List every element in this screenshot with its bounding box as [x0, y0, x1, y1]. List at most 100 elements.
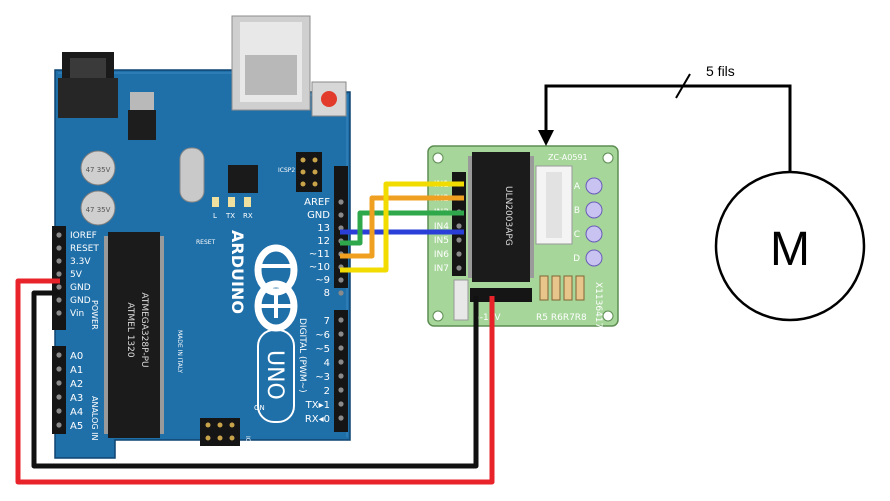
- driver-power-label: 5-12V: [474, 313, 501, 323]
- wires: [15, 181, 495, 485]
- power-pin: [56, 310, 62, 316]
- reset-button[interactable]: [311, 81, 347, 117]
- cable-slash-icon: [675, 73, 691, 99]
- power-pin: [56, 258, 62, 264]
- digital-pin: [338, 415, 344, 421]
- power-header: [52, 226, 66, 330]
- digital-pin: [338, 373, 344, 379]
- digital-pin-label: AREF: [304, 197, 330, 208]
- power-pin: [56, 284, 62, 290]
- digital-pin-label: 12: [317, 236, 330, 247]
- analog-pin: [56, 352, 62, 358]
- l-led-label: L: [213, 212, 217, 220]
- driver-input-label: IN5: [434, 236, 449, 246]
- analog-header: [52, 346, 66, 434]
- driver-power-header: [470, 288, 532, 302]
- driver-led: [585, 225, 603, 243]
- reset-label: RESET: [196, 239, 216, 246]
- driver-led-label: C: [574, 230, 580, 240]
- driver-led: [585, 201, 603, 219]
- driver-input-pin: [456, 265, 462, 271]
- digital-pin: [338, 359, 344, 365]
- digital-pin-label: 2: [324, 386, 330, 397]
- svg-text:47 35V: 47 35V: [86, 206, 111, 214]
- digital-pin-label: TX▸1: [305, 400, 330, 411]
- power-pin: [56, 297, 62, 303]
- power-pin: [56, 245, 62, 251]
- driver-board-id: ZC-A0591: [548, 153, 588, 162]
- yellow-signal-wire: [340, 181, 464, 273]
- digital-pin-label: ~5: [315, 344, 330, 355]
- digital-pin-label: 8: [324, 288, 330, 299]
- crystal-oscillator: [179, 147, 205, 203]
- capacitor-2: 47 35V: [80, 190, 116, 226]
- dc-power-jack: [58, 52, 118, 118]
- power-label: POWER: [90, 300, 99, 330]
- driver-input-pin: [456, 237, 462, 243]
- digital-header-bottom: [334, 310, 348, 432]
- digital-pin: [338, 317, 344, 323]
- digital-pin-label: ~11: [309, 249, 330, 260]
- usb-chip: [228, 165, 258, 193]
- driver-input-label: IN7: [434, 264, 449, 274]
- icsp2-label: ICSP2: [278, 167, 295, 174]
- analog-label: ANALOG IN: [90, 396, 99, 441]
- driver-resistors: [539, 275, 585, 301]
- analog-pin: [56, 394, 62, 400]
- stepper-motor: M: [714, 170, 866, 322]
- digital-pin: [338, 212, 344, 218]
- power-pin-label: RESET: [70, 244, 99, 254]
- usb-connector: [231, 15, 311, 111]
- red-5v-wire: [15, 278, 495, 485]
- digital-pin-label: RX◂0: [305, 414, 330, 425]
- power-pin: [56, 232, 62, 238]
- analog-pin: [56, 422, 62, 428]
- green-signal-wire: [340, 210, 464, 246]
- driver-jumper: [453, 279, 469, 321]
- cable-arrow-icon: [538, 130, 554, 146]
- digital-pin: [338, 199, 344, 205]
- motor-cable: 5 fils: [538, 63, 792, 172]
- orange-signal-wire: [340, 195, 464, 259]
- uno-label: UNO: [262, 350, 287, 400]
- driver-input-label: IN6: [434, 250, 449, 260]
- voltage-regulator: [128, 110, 156, 140]
- digital-label: DIGITAL (PWM~): [297, 318, 307, 393]
- driver-led: [585, 177, 603, 195]
- power-pin-label: 5V: [70, 270, 83, 280]
- driver-input-pin: [456, 251, 462, 257]
- icsp2-header: [296, 152, 322, 192]
- made-label: MADE IN ITALY: [176, 330, 183, 373]
- analog-pin: [56, 366, 62, 372]
- digital-pin: [338, 387, 344, 393]
- digital-pin-label: 13: [317, 223, 330, 234]
- driver-led: [585, 249, 603, 267]
- digital-pin: [338, 345, 344, 351]
- resistor-label: R5 R6R7R8: [536, 313, 587, 323]
- digital-pin-label: 7: [324, 316, 330, 327]
- digital-pin: [338, 331, 344, 337]
- analog-pin-label: A5: [70, 421, 83, 432]
- analog-pin: [56, 380, 62, 386]
- digital-pin-label: ~9: [315, 275, 330, 286]
- digital-pin: [338, 277, 344, 283]
- on-label: ON: [254, 404, 265, 412]
- digital-pin: [338, 290, 344, 296]
- svg-text:47 35V: 47 35V: [86, 166, 111, 174]
- power-pin-label: GND: [70, 283, 91, 293]
- power-pin-label: 3.3V: [70, 257, 91, 267]
- arduino-uno-board: 47 35V 47 35V L TX RX: [52, 15, 351, 459]
- power-pin-label: Vin: [70, 309, 84, 319]
- analog-pin-label: A4: [70, 407, 83, 418]
- chip-brand: ATMEL 1320: [125, 302, 135, 357]
- analog-pin-label: A0: [70, 351, 83, 362]
- motor-label: M: [770, 223, 810, 276]
- icsp-header: [200, 418, 240, 446]
- digital-pin-label: ~10: [309, 262, 330, 273]
- driver-led-label: D: [573, 254, 580, 264]
- rx-led-label: RX: [243, 212, 253, 220]
